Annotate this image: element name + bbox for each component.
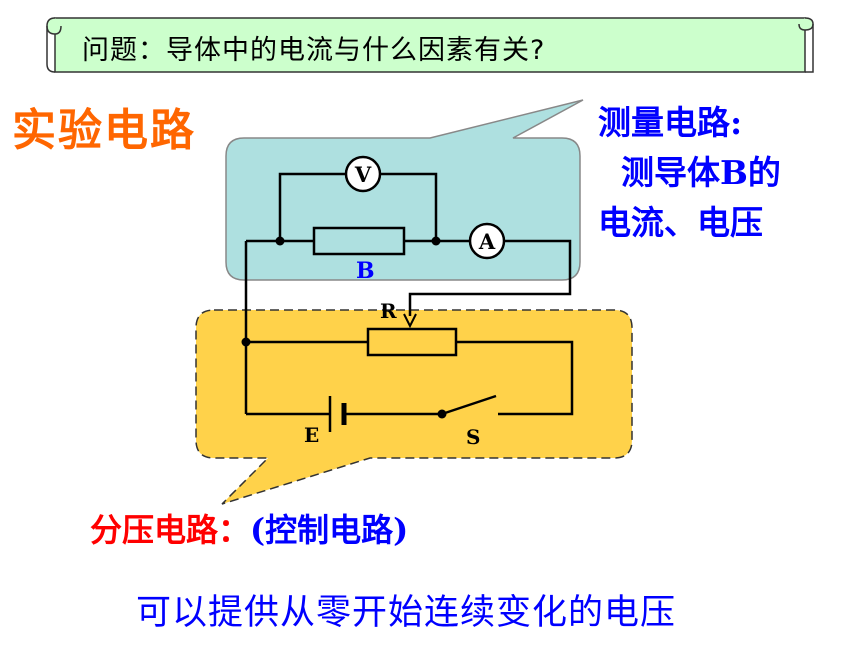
measure-caption-line1: 测量电路: <box>598 103 743 142</box>
rheostat-r <box>366 327 458 357</box>
measure-caption-line3: 电流、电压 <box>598 203 763 242</box>
divider-callout-box <box>195 309 633 505</box>
junction-node <box>431 236 441 246</box>
banner-scroll-shape <box>46 17 814 73</box>
rheostat-label: R <box>380 299 397 323</box>
voltmeter <box>344 155 382 193</box>
provide-caption: 可以提供从零开始连续变化的电压 <box>136 593 677 633</box>
resistor-b-label: B <box>356 258 375 284</box>
rheostat-slider-arrow <box>403 313 417 329</box>
ammeter <box>468 222 506 260</box>
ammeter-label: A <box>478 229 496 254</box>
junction-node <box>241 337 251 347</box>
measure-caption: 测量电路: 测导体B的 电流、电压 <box>598 98 781 248</box>
experiment-title: 实验电路 <box>12 105 196 156</box>
question-banner <box>45 12 815 78</box>
divider-caption: 分压电路：(控制电路) <box>90 505 408 551</box>
junction-node <box>275 236 285 246</box>
voltmeter-label: V <box>354 162 372 187</box>
measure-caption-line2: 测导体B的 <box>598 153 781 192</box>
divider-caption-note: (控制电路) <box>250 511 409 549</box>
question-text: 问题：导体中的电流与什么因素有关? <box>82 35 546 66</box>
circuit-wires <box>244 172 574 416</box>
switch-label: S <box>466 425 480 449</box>
resistor-b <box>312 226 406 256</box>
switch-pivot <box>437 409 447 419</box>
divider-caption-main: 分压电路： <box>90 511 251 549</box>
battery-label: E <box>304 423 319 447</box>
